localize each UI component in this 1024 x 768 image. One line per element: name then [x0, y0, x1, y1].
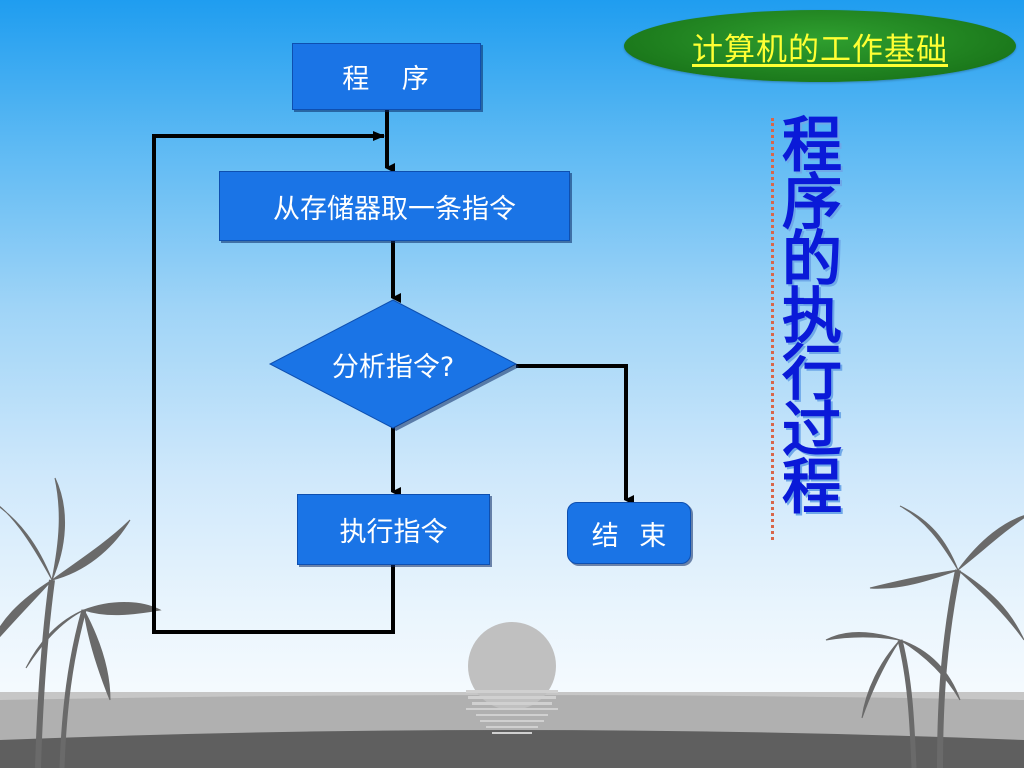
flow-box-execute-instruction: 执行指令: [297, 494, 490, 565]
flow-box-execute-label: 执行指令: [339, 517, 448, 548]
vertical-heading-char: 执: [782, 282, 842, 352]
flow-box-end: 结 束: [567, 502, 691, 564]
vertical-heading-char: 的: [782, 225, 842, 295]
flow-box-fetch-instruction: 从存储器取一条指令: [219, 171, 570, 241]
vertical-heading: 程 序 的 执 行 过 程: [771, 111, 850, 540]
badge-title: 计算机的工作基础: [692, 31, 948, 68]
flow-box-end-label: 结 束: [591, 520, 673, 552]
vertical-heading-char: 序: [782, 168, 842, 238]
flow-decision-analyze-label: 分析指令?: [331, 351, 455, 383]
vertical-heading-char: 程: [782, 453, 842, 523]
flow-box-program-label: 程 序: [342, 64, 441, 95]
vertical-heading-char: 过: [782, 396, 842, 466]
flow-box-fetch-label: 从存储器取一条指令: [273, 193, 516, 225]
vertical-heading-char: 程: [782, 111, 842, 181]
flow-decision-analyze: 分析指令?: [280, 340, 506, 388]
vertical-heading-char: 行: [782, 339, 842, 409]
flow-box-program: 程 序: [292, 43, 481, 110]
title-badge: 计算机的工作基础: [624, 10, 1016, 82]
